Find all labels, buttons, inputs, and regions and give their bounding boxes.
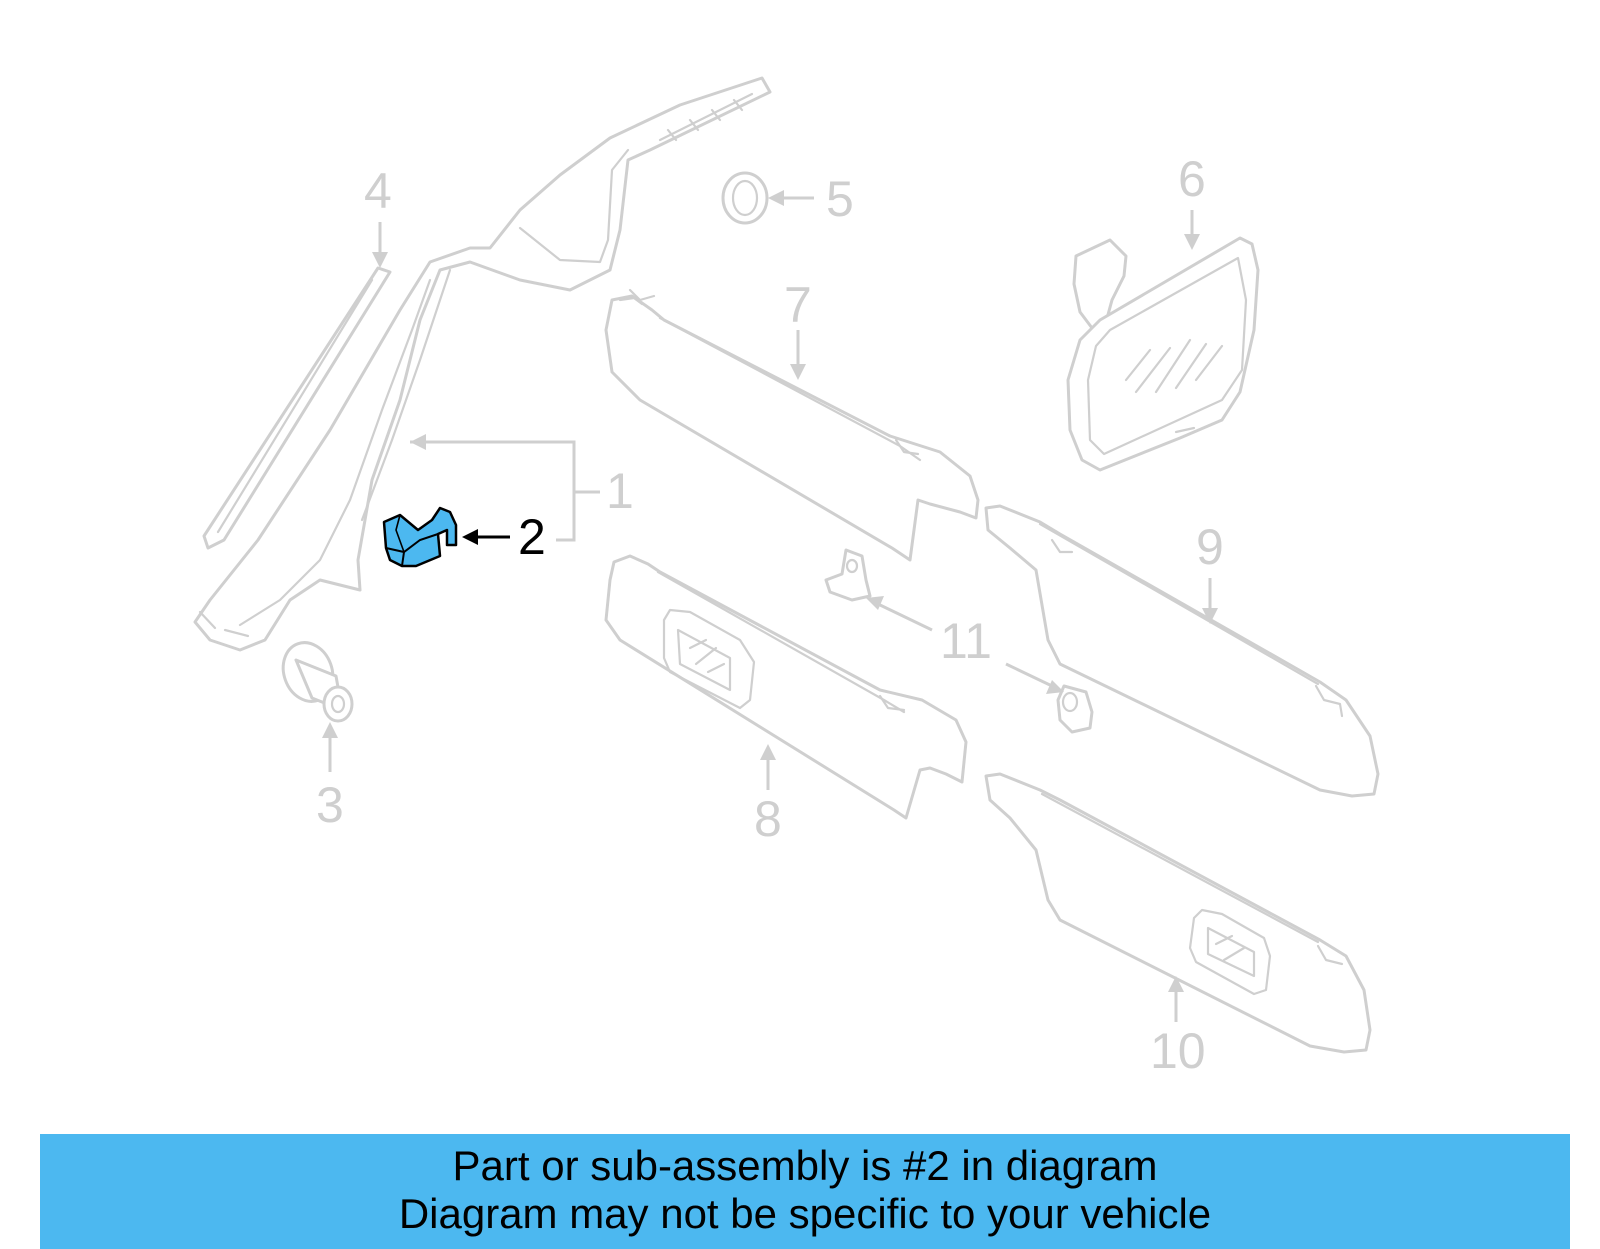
callout-7: 7 [784, 277, 812, 333]
leader-3 [322, 722, 338, 772]
callout-9: 9 [1196, 519, 1224, 575]
leader-4 [372, 222, 388, 268]
part-4-seal-strip [202, 266, 392, 550]
leader-11 [866, 596, 1064, 694]
callout-1: 1 [606, 463, 634, 519]
callout-5: 5 [826, 171, 854, 227]
part-3-grommet [281, 641, 354, 723]
leader-10 [1168, 976, 1184, 1022]
callout-8: 8 [754, 791, 782, 847]
leader-5 [768, 190, 814, 206]
leader-1 [410, 434, 600, 542]
part-11-visor-clips [824, 548, 1094, 734]
callout-6: 6 [1178, 151, 1206, 207]
part-9-sun-visor [984, 504, 1380, 798]
part-8-sun-visor-vanity [604, 554, 968, 820]
leader-6 [1184, 210, 1200, 250]
part-7-sun-visor [604, 288, 980, 562]
callout-3: 3 [316, 777, 344, 833]
banner-line-disclaimer: Diagram may not be specific to your vehi… [398, 1190, 1212, 1237]
callout-10: 10 [1150, 1023, 1206, 1079]
leader-2 [462, 529, 510, 545]
part-5-plug [721, 171, 769, 225]
part-6-mirror [1066, 236, 1260, 472]
callout-4: 4 [364, 163, 392, 219]
banner-line-part-number: Part or sub-assembly is #2 in diagram [452, 1142, 1158, 1189]
leader-9 [1202, 578, 1218, 624]
part-10-sun-visor-vanity [984, 772, 1372, 1054]
part-2-clip-highlighted [382, 506, 458, 568]
part-1-pillar-trim [193, 76, 772, 652]
leader-7 [790, 330, 806, 380]
leader-8 [760, 744, 776, 790]
callout-2-highlighted: 2 [518, 509, 546, 565]
callout-11: 11 [940, 613, 992, 669]
parts-diagram: 1 2 3 4 5 6 7 8 9 10 11 [193, 76, 1380, 1079]
info-banner: Part or sub-assembly is #2 in diagram Di… [40, 1134, 1570, 1249]
